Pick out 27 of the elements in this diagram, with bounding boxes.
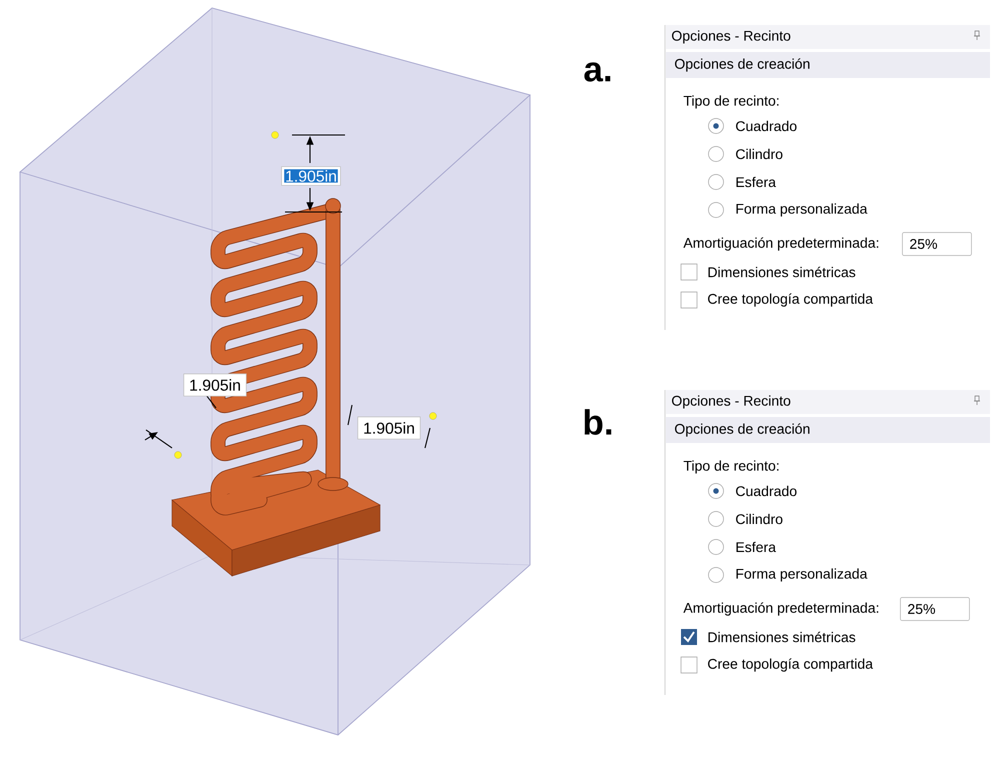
dimension-value-box: 1.905in [357, 416, 421, 440]
input-field: 25% [902, 232, 972, 256]
radio-button: Forma personalizada [708, 567, 868, 583]
checkbox: Dimensiones simétricas [681, 628, 856, 645]
dimension-value-box: 1.905in [281, 166, 341, 186]
checkbox: Cree topología compartida [680, 292, 873, 308]
radio-button: Forma personalizada [708, 202, 868, 218]
section-header: Opciones de creación [666, 416, 990, 443]
panel-letter: b. [584, 409, 612, 435]
radio-button: Cilindro [708, 146, 782, 162]
group-label: Tipo de recinto: [684, 95, 778, 109]
field-label: Amortiguación predeterminada: [683, 237, 878, 251]
radio-button: Cilindro [708, 511, 782, 527]
radio-button: Cuadrado [708, 118, 796, 134]
radio-button: Cuadrado [708, 483, 796, 499]
checkbox: Dimensiones simétricas [680, 264, 856, 280]
section-header: Opciones de creación [666, 52, 990, 78]
group-label: Tipo de recinto: [684, 460, 778, 474]
panel-letter: a. [584, 62, 610, 82]
radio-button: Esfera [708, 174, 776, 190]
input-field: 25% [900, 597, 970, 621]
panel-header: Opciones - Recinto [666, 390, 990, 414]
checkbox: Cree topología compartida [680, 656, 873, 674]
radio-button: Esfera [708, 539, 776, 555]
panel-header: Opciones - Recinto [666, 24, 990, 49]
dimension-value-box: 1.905in [183, 374, 247, 396]
field-label: Amortiguación predeterminada: [683, 602, 878, 616]
